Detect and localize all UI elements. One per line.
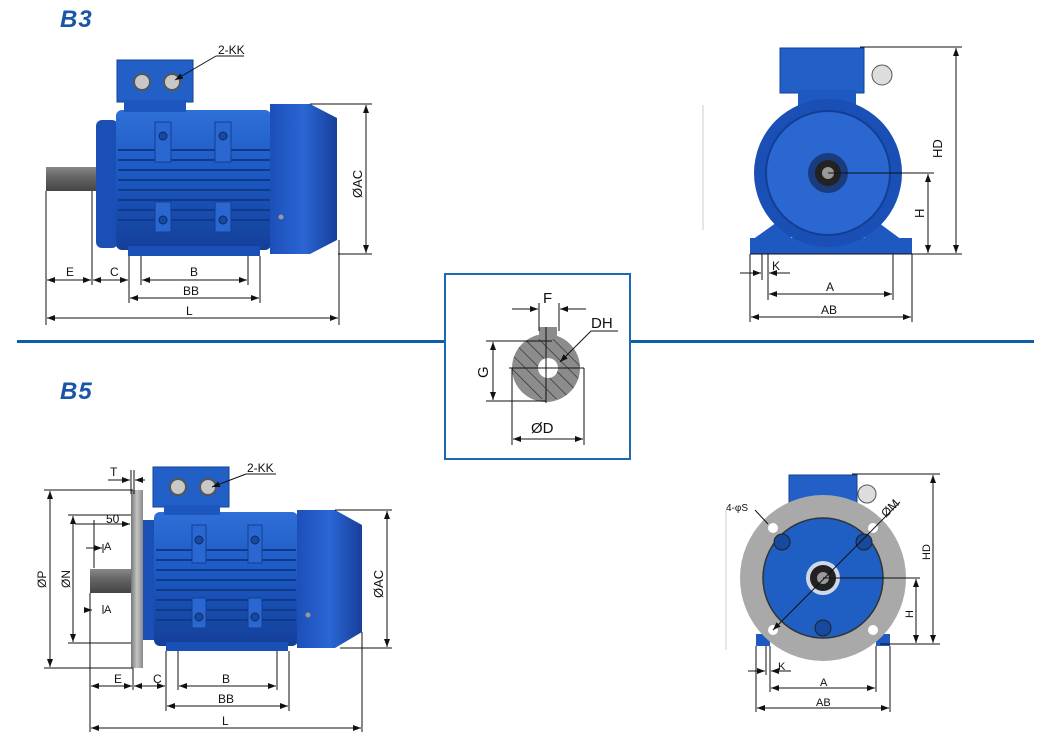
fan-cover — [297, 510, 362, 648]
flange — [131, 490, 143, 668]
dim-D: ØD — [531, 420, 554, 437]
dim-K: K — [772, 259, 780, 273]
shaft-key-detail: F DH G ØD — [444, 273, 631, 460]
dim-AC: ØAC — [350, 170, 365, 198]
dim-A: A — [826, 280, 834, 294]
b5-side-view: 2-KK T 50 — [35, 461, 392, 732]
dim-A: A — [820, 677, 828, 689]
shaft — [46, 167, 96, 191]
dim-B: B — [222, 672, 230, 686]
b5-title: B5 — [60, 378, 93, 405]
dim-F: F — [543, 290, 552, 307]
b5-front-view: 4-φS ØM HD H K A AB — [725, 473, 940, 712]
dim-L: L — [186, 304, 193, 318]
dim-H: H — [904, 610, 916, 618]
terminal-box — [152, 466, 230, 508]
fan-cover — [270, 104, 337, 254]
dim-L: L — [222, 714, 229, 728]
section-mark-A-top: A — [104, 541, 112, 553]
dim-B: B — [190, 265, 198, 279]
dim-50: 50 — [106, 512, 120, 526]
dim-S: 4-φS — [726, 503, 748, 514]
section-mark-A-bottom: A — [104, 604, 112, 616]
dim-AC: ØAC — [371, 570, 386, 598]
dim-E: E — [114, 672, 122, 686]
dim-N: ØN — [59, 570, 73, 588]
dim-BB: BB — [183, 284, 199, 298]
b3-title: B3 — [60, 6, 93, 33]
terminal-box — [779, 47, 865, 94]
dim-M: ØM — [878, 497, 902, 521]
dim-AB: AB — [816, 697, 831, 709]
b3-front-view: HD H K A AB — [702, 46, 962, 322]
dim-HD: HD — [930, 139, 945, 158]
b3-terminal-label: 2-KK — [218, 43, 245, 57]
dim-BB: BB — [218, 692, 234, 706]
shaft — [90, 569, 132, 593]
dim-H: H — [912, 209, 927, 218]
dim-G: G — [475, 366, 492, 378]
terminal-box — [116, 59, 194, 103]
dim-DH: DH — [591, 315, 613, 332]
b5-terminal-label: 2-KK — [247, 461, 274, 475]
b3-side-view: 2-KK E C B BB L ØAC — [45, 43, 372, 325]
dim-HD: HD — [921, 544, 933, 560]
dim-K: K — [778, 661, 786, 673]
dim-E: E — [66, 265, 74, 279]
dim-AB: AB — [821, 303, 837, 317]
dim-C: C — [153, 672, 162, 686]
dim-P: ØP — [35, 571, 49, 588]
dim-T: T — [110, 465, 118, 479]
dim-C: C — [110, 265, 119, 279]
